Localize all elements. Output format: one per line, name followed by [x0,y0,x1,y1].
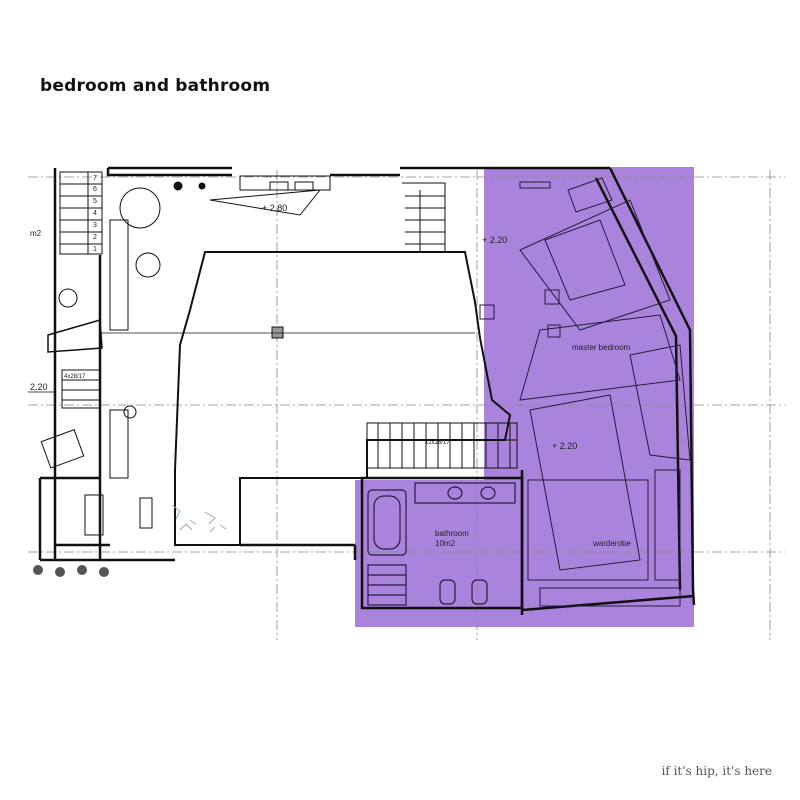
stair-label: 4x28/17 [64,374,86,380]
highlight-region [355,167,694,627]
step-number: 5 [93,198,97,205]
step-number: 3 [93,222,97,229]
page-title: bedroom and bathroom [40,76,271,96]
room-label: master bedroom [572,343,631,352]
level-label: + 2.80 [262,203,287,213]
room-area-label: 10m2 [435,539,456,548]
level-label: + 2.20 [482,235,507,245]
walls [38,166,696,615]
top-cabinets [173,175,331,216]
step-number: 1 [93,246,97,253]
central-staircase-bottom [366,422,518,469]
plants [171,504,227,533]
stair-label: 12x28/17 [425,440,450,446]
grid-lines [28,170,785,640]
step-number: 6 [93,186,97,193]
watermark: if it's hip, it's here [661,764,772,778]
edge-label: m2 [30,229,42,238]
step-number: 7 [93,175,97,182]
central-staircase-top [402,182,446,252]
step-number: 2 [93,234,97,241]
bathroom-fixtures [367,482,516,606]
level-label: 2.20 [30,382,48,392]
bedroom-furniture [479,177,691,607]
room-label: warderobe [592,539,631,548]
left-lower-staircase [47,319,103,409]
column [271,326,284,339]
left-furniture [40,187,161,536]
room-label: bathroom [435,529,469,538]
step-number: 4 [93,210,97,217]
left-staircase [59,171,103,255]
shrubs [33,565,109,577]
level-label: + 2.20 [552,441,577,451]
step-numbers: 1 2 3 4 5 6 7 [93,175,97,253]
